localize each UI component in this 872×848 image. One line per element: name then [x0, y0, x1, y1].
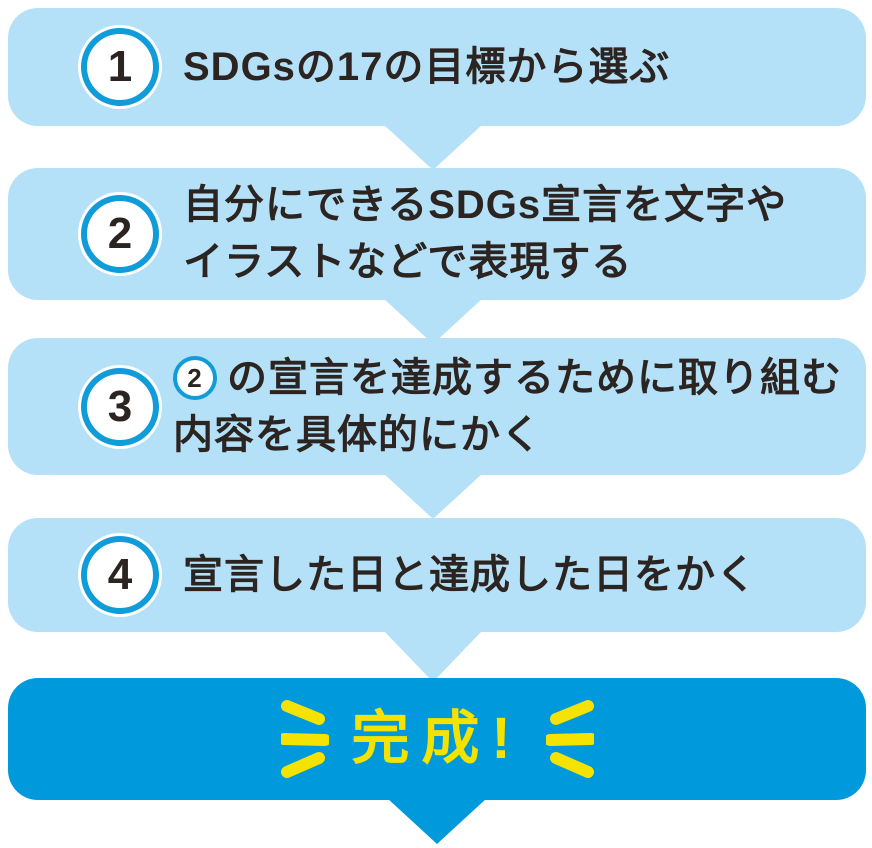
circled-2-number: 2 [187, 363, 203, 393]
step-1-number-badge: 1 [78, 25, 162, 109]
arrow-down-icon [383, 630, 483, 682]
step-2-line-2: イラストなどで表現する [183, 240, 633, 284]
step-4-number-ring: 4 [81, 536, 159, 614]
step-3-number-ring: 3 [81, 367, 159, 446]
emphasis-rays-left-icon [281, 700, 329, 778]
step-4-line-1: 宣言した日と達成した日をかく [183, 552, 757, 597]
step-2-box: 2 自分にできるSDGs宣言を文字や イラストなどで表現する [8, 168, 866, 300]
step-4-text: 宣言した日と達成した日をかく [183, 547, 866, 604]
step-4-number-badge: 4 [78, 533, 162, 617]
step-3-text-line-1: 2 の宣言を達成するために取り組む [173, 350, 866, 407]
circled-2-icon: 2 [173, 356, 217, 400]
step-1-number: 1 [107, 42, 133, 91]
emphasis-rays-right-icon [546, 700, 594, 778]
result-label: 完成! [351, 706, 523, 771]
step-1-line-1: SDGsの17の目標から選ぶ [183, 44, 671, 89]
step-3-line-2: 内容を具体的にかく [173, 412, 542, 457]
step-3-line-1: の宣言を達成するために取り組む [227, 355, 842, 400]
step-3-number-badge: 3 [78, 364, 162, 449]
step-2-number: 2 [107, 209, 133, 258]
arrow-down-icon [383, 473, 483, 519]
step-4-number: 4 [107, 550, 133, 599]
step-4-box: 4 宣言した日と達成した日をかく [8, 518, 866, 632]
step-3-number: 3 [107, 381, 133, 431]
step-3-text-line-2: 内容を具体的にかく [173, 407, 866, 464]
step-2-line-1: 自分にできるSDGs宣言を文字や [183, 183, 788, 227]
step-2-number-badge: 2 [78, 192, 162, 276]
arrow-down-icon [383, 124, 483, 170]
arrow-down-icon [387, 798, 487, 844]
step-1-text: SDGsの17の目標から選ぶ [183, 39, 866, 96]
step-3-box: 3 2 の宣言を達成するために取り組む 内容を具体的にかく [8, 338, 866, 475]
step-2-text-line-1: 自分にできるSDGs宣言を文字や [183, 177, 866, 234]
step-1-number-ring: 1 [81, 28, 159, 106]
step-2-number-ring: 2 [81, 195, 159, 273]
step-1-box: 1 SDGsの17の目標から選ぶ [8, 8, 866, 126]
step-2-text-line-2: イラストなどで表現する [183, 234, 866, 291]
result-box: 完成! [8, 678, 866, 800]
